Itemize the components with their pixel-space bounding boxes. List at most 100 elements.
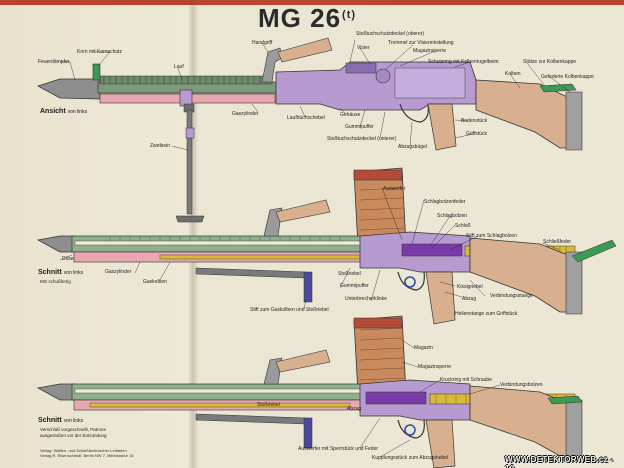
v3-label: Verbindungsbolzen	[500, 382, 543, 388]
v1-front-sight	[92, 63, 101, 81]
v1-label: Abzugsbügel	[398, 144, 427, 150]
title-suffix: (t)	[342, 9, 357, 21]
v2-butt-plate	[565, 251, 583, 315]
publisher-line: Verlag R. Eisenschmidt, Berlin NW 7, Mit…	[40, 453, 134, 458]
v1-label: Gaszylinder	[232, 111, 259, 117]
v1-barrel-nut	[179, 89, 193, 107]
v2-label: Abzug	[462, 296, 477, 302]
v3-bipod-folded	[195, 413, 307, 425]
v2-label: Stoßriebel	[338, 271, 361, 277]
v2-label: Schloß	[455, 223, 471, 229]
v2-butt-clip	[571, 239, 617, 263]
v3-trigger-ring	[404, 424, 416, 436]
v3-butt-plate	[565, 399, 583, 459]
v3-caption: Verschluß vorgeschnellt, Patrone ausgest…	[40, 427, 107, 438]
v1-barrel-fins	[99, 75, 273, 85]
v3-label: Kruckring mit Schraube	[440, 377, 492, 383]
v1-butt-plate	[565, 91, 583, 151]
v2-flash-hider	[36, 235, 76, 253]
v1-label: Trommel zur Visiereinstellung	[388, 40, 454, 46]
v2-label: Auswerfer	[383, 186, 406, 192]
v2-fin-lines	[109, 236, 341, 241]
v2-label: Kissigriebel	[457, 284, 483, 290]
v2-label: Gummipuffer	[340, 283, 369, 289]
v3-heading-main: Schnitt	[38, 417, 62, 424]
v2-handle-grip	[275, 199, 331, 223]
v2-label: Stift zum Schlagbolzen	[466, 233, 517, 239]
v3-label: Magazinsperre	[418, 364, 452, 370]
v2-trigger-guard	[397, 271, 425, 291]
v3-caption-line: ausgestoßen vor der Entzündung	[40, 432, 107, 438]
v2-bipod-folded	[195, 267, 307, 279]
v1-heading-sub: von links	[67, 109, 88, 115]
v1-pistol-grip	[427, 103, 457, 151]
v1-label: Feuerdämpfer	[38, 59, 70, 65]
v2-trigger-ring	[404, 276, 416, 288]
v2-heading: Schnitt von links	[38, 269, 83, 276]
v2-pistol-grip	[425, 271, 456, 325]
v1-bipod-foot	[175, 215, 205, 223]
view1-exterior	[36, 37, 583, 223]
page-title: MG 26(t)	[258, 3, 356, 34]
v1-label: Kolben	[505, 71, 521, 77]
v2-mag-top-red	[353, 169, 403, 181]
v3-bore	[74, 388, 361, 394]
v3-pistol-grip	[425, 419, 456, 468]
v1-label: Stütze zur Kolbenkappe	[523, 59, 577, 65]
v1-label: Gummipuffer	[345, 124, 374, 130]
v3-label: Magazin	[414, 345, 433, 351]
v1-label: Griffstück	[466, 131, 488, 137]
v3-label: Kupplungsstück zum Abzugshebel	[372, 455, 449, 461]
v1-label: Schutzring mit Kolbenrugelbeim	[428, 59, 499, 65]
v1-heading-main: Ansicht	[40, 108, 66, 115]
view3-section-closed	[36, 315, 583, 468]
v1-butt-clip	[539, 83, 577, 93]
v2-label: Gaszylinder	[105, 269, 132, 275]
v1-label: Lauf	[174, 64, 184, 70]
v2-label: Schließfeder	[543, 239, 572, 245]
v2-heading-main: Schnitt	[38, 269, 62, 276]
v1-label: Gefederte Kolbenkappe	[541, 74, 594, 80]
v3-label: Abzug	[347, 406, 362, 412]
v3-butt-clip	[547, 395, 583, 405]
v1-label: Bodenstück	[461, 118, 488, 124]
v2-bipod-foot	[303, 271, 313, 303]
v3-gas-piston	[89, 402, 351, 408]
v1-flash-hider	[36, 78, 101, 100]
v3-bolt	[365, 391, 427, 405]
v1-leaders	[60, 39, 571, 151]
v1-heading: Ansicht von links	[40, 108, 87, 115]
v1-label: Korn mit Kornschutz	[77, 49, 123, 55]
v3-heading-sub: von links	[63, 418, 84, 424]
v3-label: Stoßriebel	[257, 402, 280, 408]
v1-handle-grip	[277, 37, 333, 63]
v3-flash-hider	[36, 383, 76, 401]
title-main: MG 26	[258, 3, 342, 33]
v1-bipod-knob	[185, 127, 195, 139]
view2-section-cocked	[36, 167, 617, 325]
v3-label: Auswerfer mit Sperrstück und Feder	[298, 446, 379, 452]
v1-label: Visier	[357, 45, 370, 51]
watermark: WWW.DETEKTORWEB.cz - 12	[505, 455, 614, 468]
v1-fin-lines	[103, 76, 267, 84]
v3-mag-ribs	[359, 327, 405, 381]
v3-mag-top-red	[353, 317, 403, 329]
v2-label: Verbindungsstange	[490, 293, 533, 299]
v2-label: Schlagbolzen	[437, 213, 468, 219]
v1-receiver-plate	[394, 67, 466, 99]
v3-bipod-foot	[303, 417, 313, 449]
v2-heading-sub: von links	[63, 270, 84, 276]
v3-heading: Schnitt von links	[38, 417, 83, 424]
v1-label: Stoßtuchschutzdeckel (oberer)	[356, 31, 425, 37]
v2-label: Düse	[62, 256, 74, 262]
page-fold	[188, 0, 198, 468]
v1-label: Gehäuse	[340, 112, 361, 118]
v2-label: Schlagbolzenfeder	[424, 199, 466, 205]
v3-trigger-guard	[397, 419, 425, 439]
v1-bipod-leg	[186, 109, 193, 215]
v2-label: Unterbrecherklinke	[345, 296, 387, 302]
top-red-band	[0, 0, 624, 5]
v2-bore	[74, 240, 361, 246]
publisher-info: Verlag: Waffen- und Schießtechnischer Le…	[40, 448, 134, 458]
v1-label: Laufbüchschebel	[287, 115, 325, 121]
